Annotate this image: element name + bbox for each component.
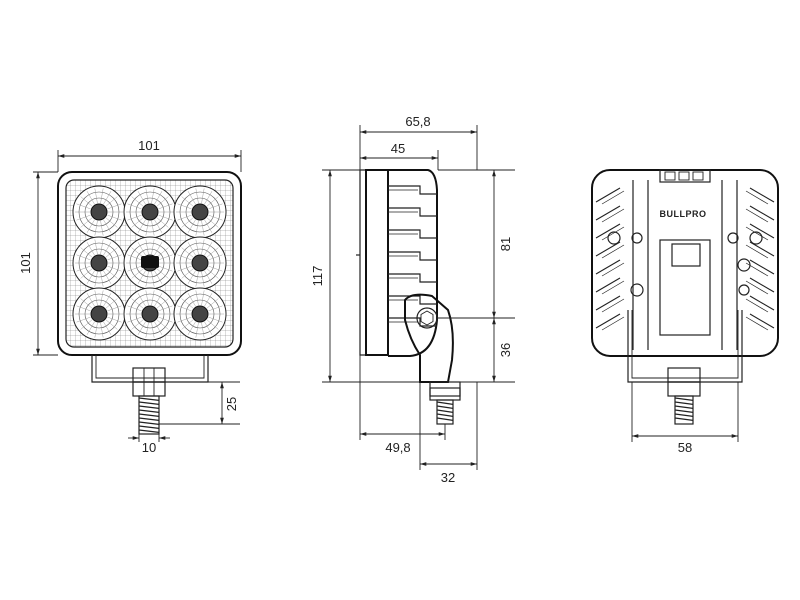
led-reflector: [72, 287, 126, 341]
led-reflector: [72, 236, 126, 290]
side-total-depth-label: 65,8: [405, 114, 430, 129]
led-reflector: [173, 236, 227, 290]
sensor-window: [141, 256, 159, 268]
side-lower-height-label: 36: [498, 343, 513, 357]
front-bolt: [138, 395, 160, 435]
side-mount-offset-label: 49,8: [385, 440, 410, 455]
rear-center-plate: [659, 239, 711, 336]
led-reflector: [123, 185, 177, 239]
side-pivot-hex: [420, 310, 434, 326]
bracket-height-label: 25: [224, 397, 239, 411]
side-upper-height-label: 81: [498, 237, 513, 251]
rear-nut: [667, 367, 701, 383]
brand-logo: BULLPRO: [660, 209, 707, 219]
front-width-label: 101: [138, 138, 160, 153]
side-housing-depth-label: 45: [391, 141, 405, 156]
side-total-height-label: 117: [310, 266, 325, 287]
front-view: 101 101 25 10: [18, 138, 242, 455]
front-nut: [132, 367, 166, 383]
side-view: 65,8 45 117 81 36 49,8 32: [310, 114, 515, 485]
led-reflector-array: [72, 185, 227, 341]
led-reflector: [173, 287, 227, 341]
led-reflector: [72, 185, 126, 239]
side-bracket: [404, 293, 454, 383]
front-height-label: 101: [18, 252, 33, 274]
rear-bracket: [627, 310, 743, 383]
led-reflector: [173, 185, 227, 239]
side-bracket-depth-label: 32: [441, 470, 455, 485]
led-reflector: [123, 287, 177, 341]
rear-view: BULLPRO 58: [591, 169, 779, 455]
side-nut: [429, 381, 461, 397]
front-housing-outer: [57, 171, 242, 356]
side-housing-front: [365, 169, 389, 356]
bolt-width-label: 10: [142, 440, 156, 455]
rear-bracket-width-label: 58: [678, 440, 692, 455]
